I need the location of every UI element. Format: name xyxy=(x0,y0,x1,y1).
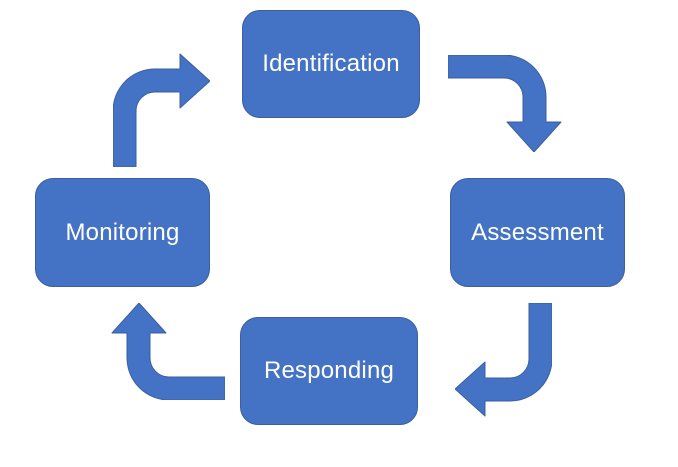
node-assessment: Assessment xyxy=(450,178,625,287)
node-responding: Responding xyxy=(240,317,418,425)
node-identification: Identification xyxy=(242,10,420,118)
arrow-responding-to-monitoring-icon xyxy=(111,303,225,400)
node-identification-label: Identification xyxy=(262,50,400,77)
node-assessment-label: Assessment xyxy=(471,218,604,246)
node-responding-label: Responding xyxy=(263,357,395,384)
arrow-assessment-to-responding-icon xyxy=(455,303,552,417)
arrow-identification-to-assessment-icon xyxy=(448,55,562,152)
arrow-monitoring-to-identification-icon xyxy=(113,53,210,167)
node-monitoring-label: Monitoring xyxy=(65,218,180,246)
node-monitoring: Monitoring xyxy=(35,178,210,287)
